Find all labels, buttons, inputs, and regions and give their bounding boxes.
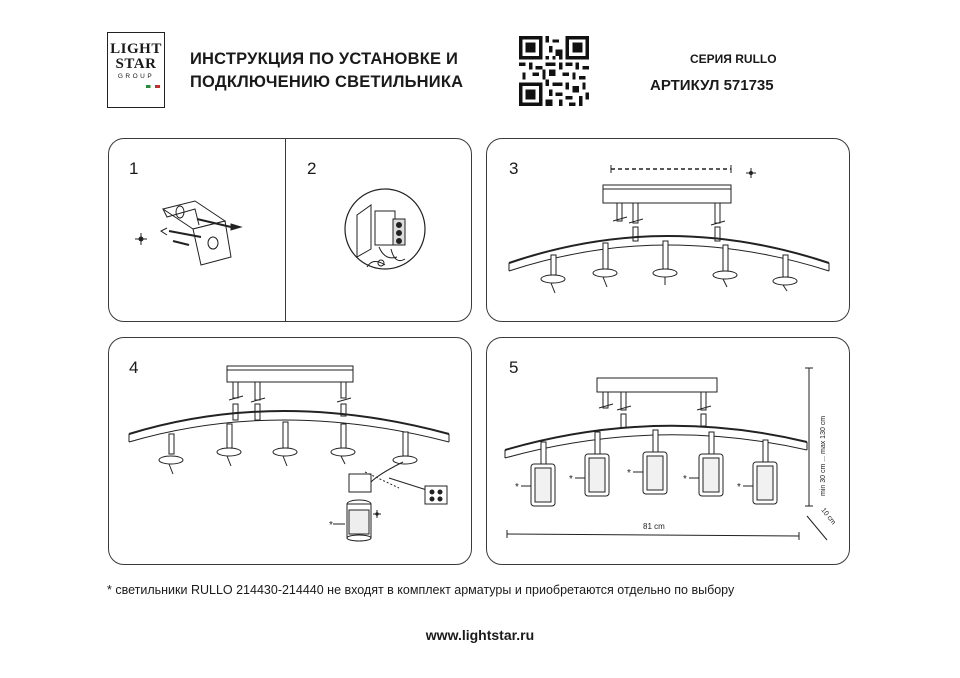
title-line-1: ИНСТРУКЦИЯ ПО УСТАНОВКЕ И — [190, 50, 459, 68]
panel-divider — [285, 139, 286, 321]
spot-5-asterisk: * — [737, 482, 741, 493]
logo-line-2: STAR — [115, 56, 157, 72]
bar-installation-illustration — [508, 165, 830, 294]
width-dimension-label: 81 cm — [643, 522, 665, 531]
steps-1-2-panel: 1 2 — [108, 138, 472, 322]
terminal-block-illustration — [344, 188, 426, 270]
step-5-panel: 5 — [486, 337, 850, 565]
website-link[interactable]: www.lightstar.ru — [425, 627, 535, 643]
step-3-panel: 3 — [486, 138, 850, 322]
spot-connection-illustration: * — [128, 365, 450, 542]
step-2-number: 2 — [307, 159, 317, 178]
footnote: * светильники RULLO 214430-214440 не вхо… — [107, 583, 735, 597]
title-line-2: ПОДКЛЮЧЕНИЮ СВЕТИЛЬНИКА — [190, 73, 464, 91]
step-5-number: 5 — [509, 358, 519, 377]
step-4-asterisk: * — [329, 520, 333, 531]
series-label: СЕРИЯ RULLO — [690, 52, 777, 66]
step-1-number: 1 — [129, 159, 139, 178]
assembled-fixture-illustration: * * * * * 81 cm min 30 cm ... max 130 cm… — [504, 367, 837, 541]
qr-code-icon — [519, 36, 589, 106]
spot-4-asterisk: * — [683, 474, 687, 485]
italian-flag-icon — [146, 84, 160, 88]
step-4-panel: 4 — [108, 337, 472, 565]
step-3-number: 3 — [509, 159, 519, 178]
logo-line-1: LIGHT — [110, 41, 162, 57]
logo-line-3: GROUP — [117, 73, 155, 80]
spot-1-asterisk: * — [515, 482, 519, 493]
spot-2-asterisk: * — [569, 474, 573, 485]
article-number: АРТИКУЛ 571735 — [650, 77, 774, 94]
lightstar-logo: LIGHT STAR GROUP — [107, 32, 165, 108]
spot-3-asterisk: * — [627, 468, 631, 479]
mounting-bracket-illustration — [135, 200, 243, 266]
document-title: ИНСТРУКЦИЯ ПО УСТАНОВКЕ И ПОДКЛЮЧЕНИЮ СВ… — [190, 48, 463, 94]
height-dimension-label: min 30 cm ... max 130 cm — [820, 416, 827, 496]
step-4-number: 4 — [129, 358, 139, 377]
depth-dimension-label: 10 cm — [819, 507, 836, 526]
